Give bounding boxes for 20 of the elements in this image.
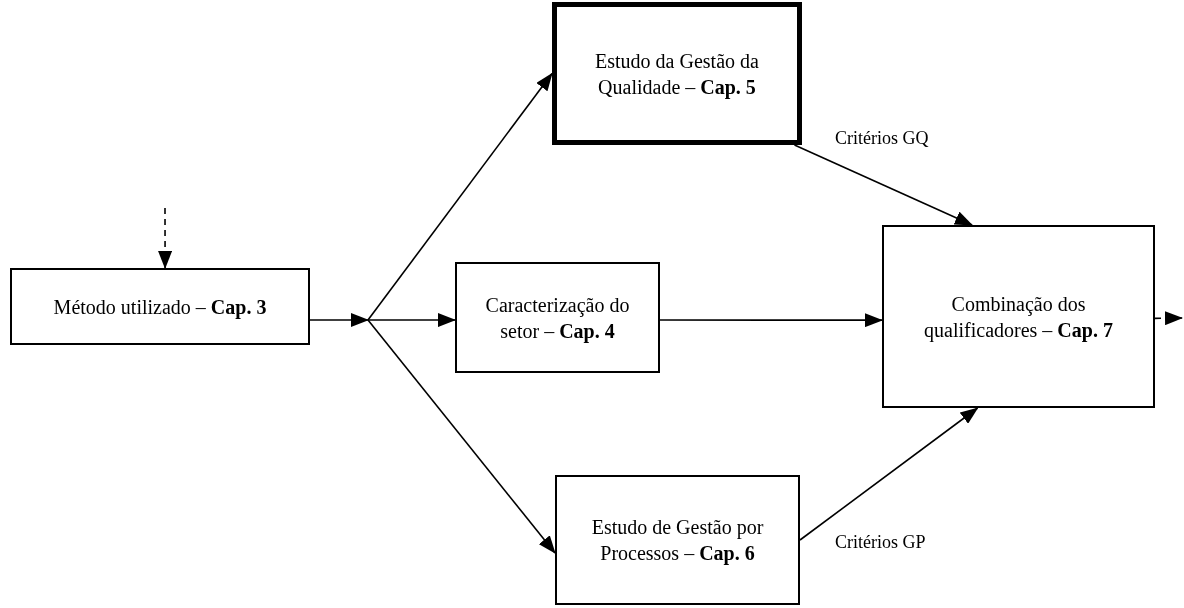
box-text: Método utilizado – Cap. 3 (53, 294, 267, 320)
process-box (555, 475, 800, 605)
edge-label: Critérios GQ (835, 128, 929, 149)
arrow (367, 72, 553, 321)
process-box (455, 262, 660, 373)
arrow (158, 207, 173, 269)
process-box (552, 2, 802, 145)
process-box (882, 225, 1155, 408)
arrow (1154, 311, 1183, 326)
box-text: Combinação dos qualificadores – Cap. 7 (923, 291, 1114, 343)
box-text: Estudo de Gestão por Processos – Cap. 6 (590, 515, 765, 566)
arrow (799, 407, 979, 541)
box-text: Estudo da Gestão da Qualidade – Cap. 5 (594, 48, 760, 100)
arrow (367, 319, 556, 554)
arrow (367, 313, 456, 328)
arrow (793, 144, 973, 226)
arrow (309, 313, 369, 327)
process-box (10, 268, 310, 345)
box-text: Caracterização do setor – Cap. 4 (484, 292, 631, 344)
arrow (659, 313, 883, 328)
